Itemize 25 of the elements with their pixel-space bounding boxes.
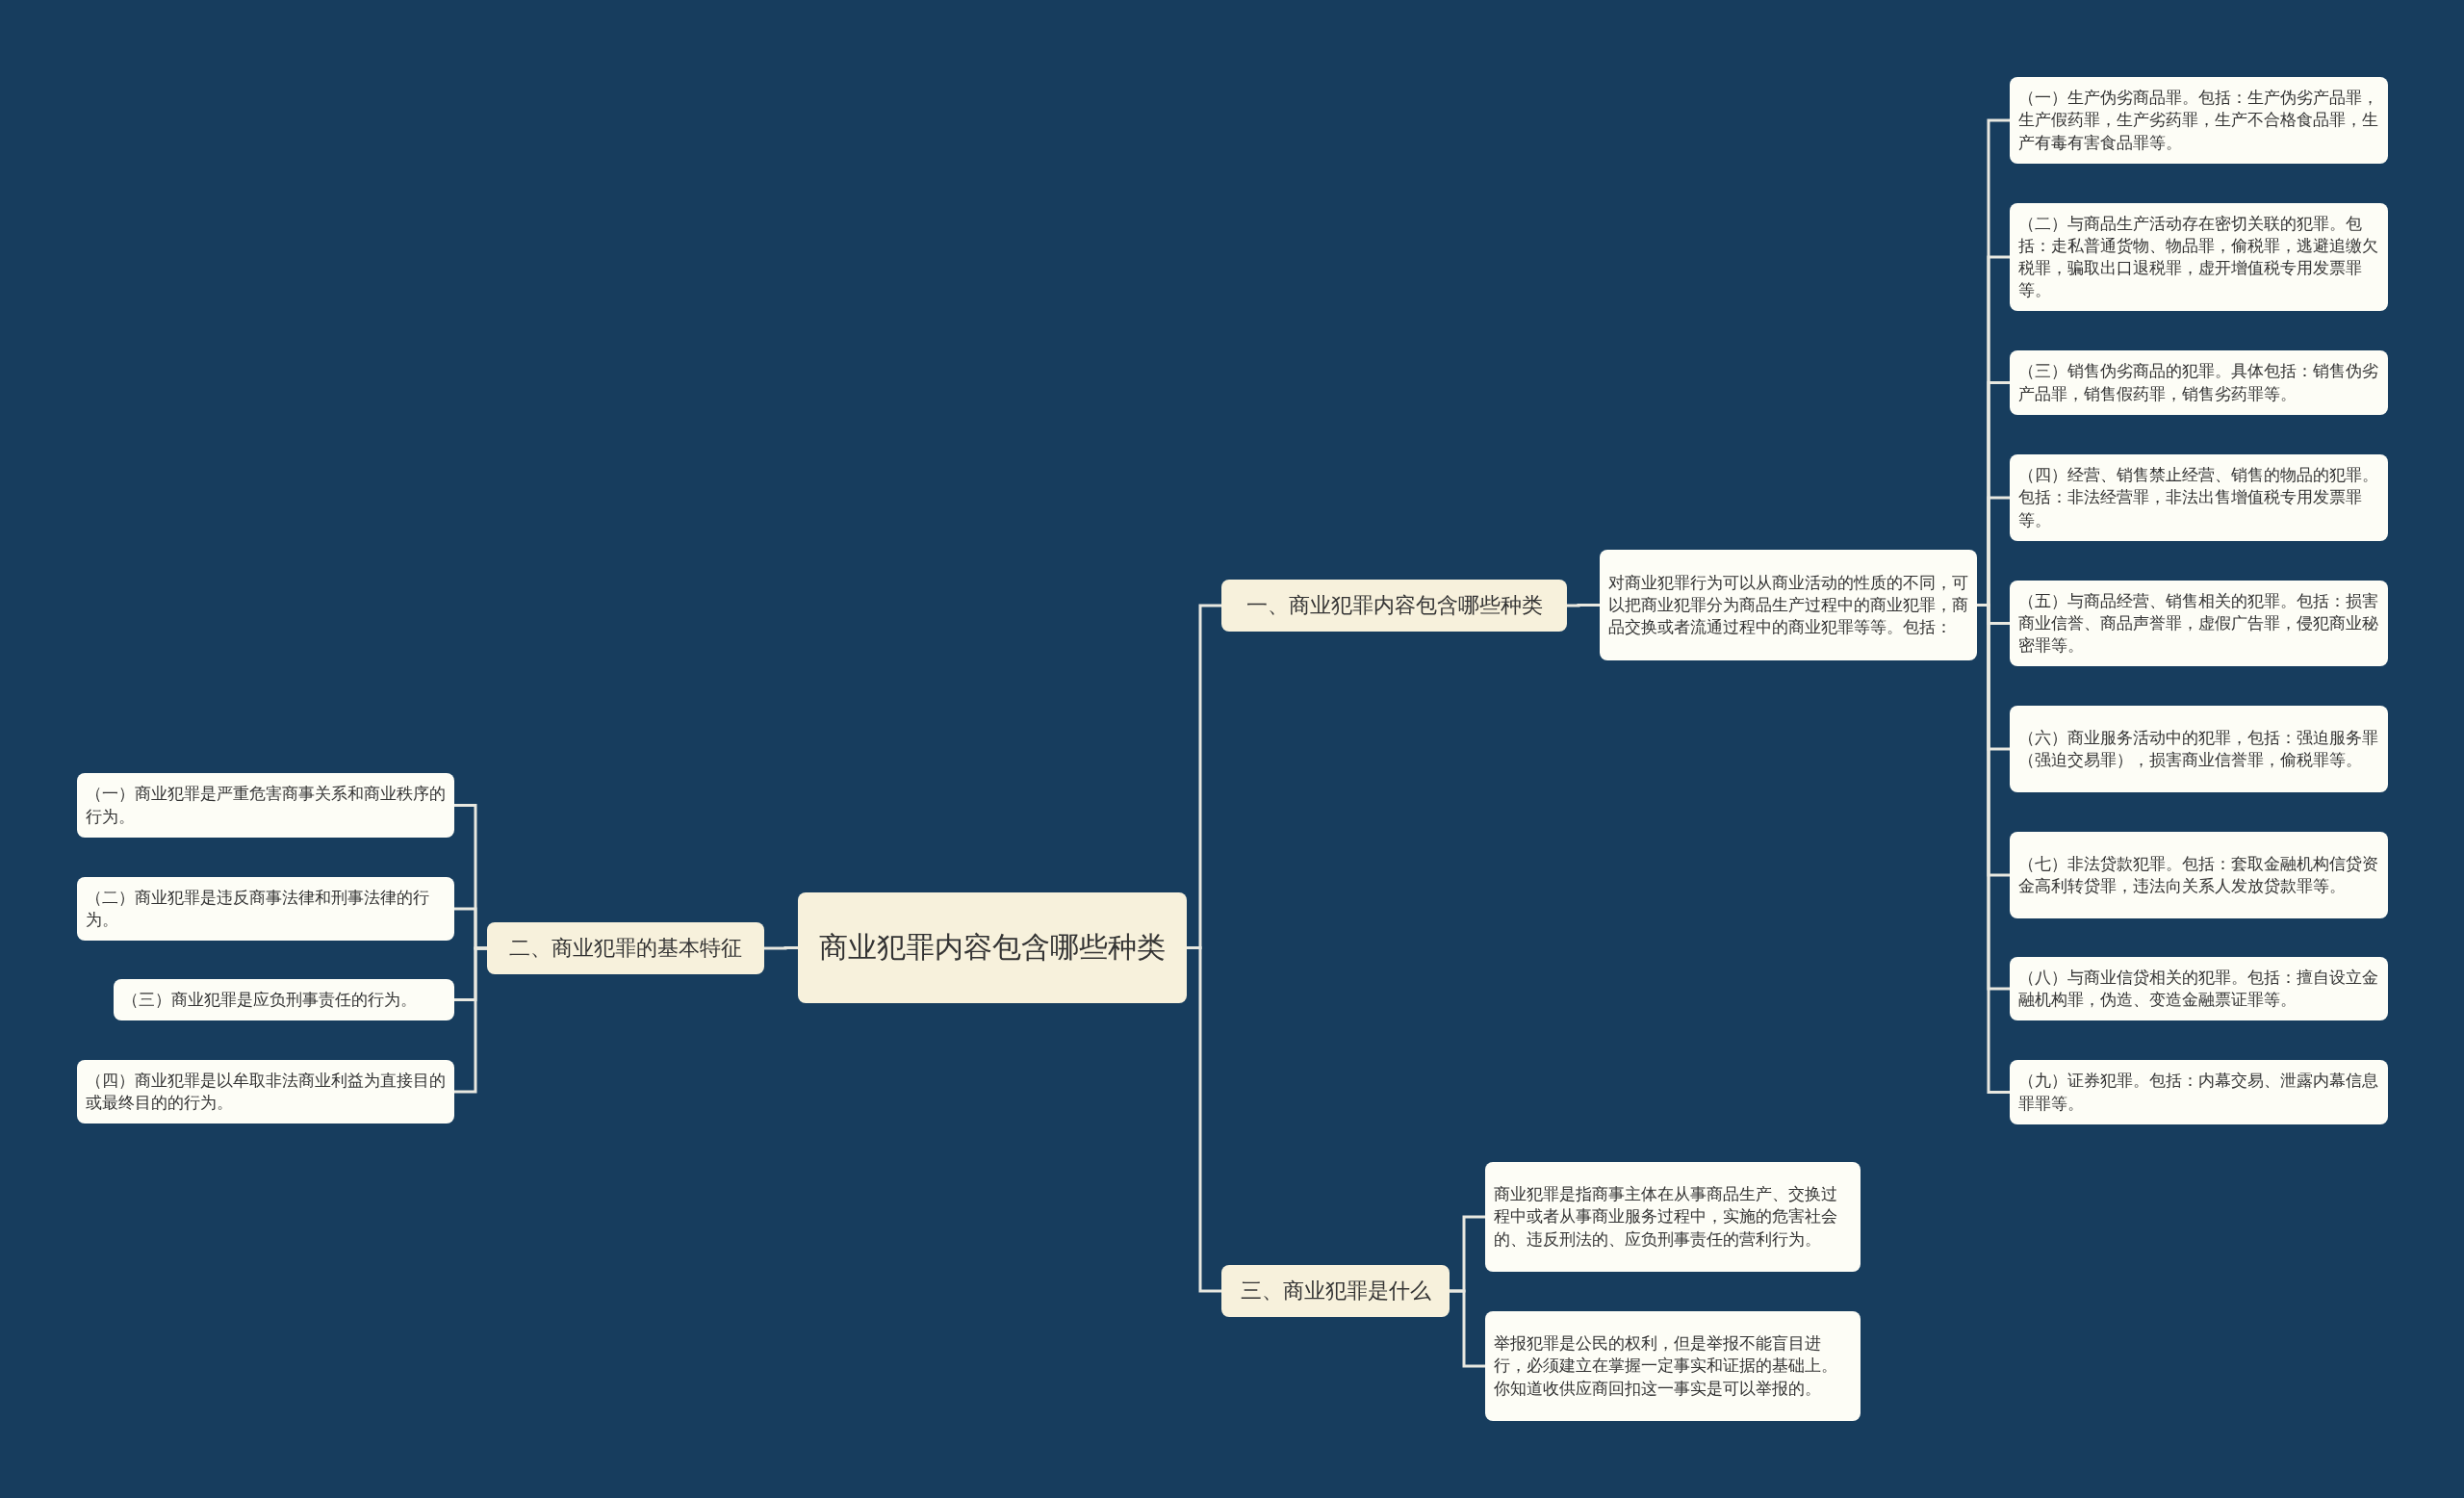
central-topic-box: 商业犯罪内容包含哪些种类 [798, 892, 1187, 1003]
connector-line [1187, 946, 1221, 1293]
text-card: （四）经营、销售禁止经营、销售的物品的犯罪。包括：非法经营罪，非法出售增值税专用发票罪等。 [2010, 454, 2388, 541]
text-card: （三）商业犯罪是应负刑事责任的行为。 [114, 979, 454, 1020]
text-card: （二）商业犯罪是违反商事法律和刑事法律的行为。 [77, 877, 454, 941]
text-card: 商业犯罪是指商事主体在从事商品生产、交换过程中或者从事商业服务过程中，实施的危害社会的、违反刑法的、应负刑事责任的营利行为。 [1485, 1162, 1861, 1272]
connector-line [1567, 604, 1600, 607]
connector-line [1450, 1289, 1485, 1368]
text-card: （三）销售伪劣商品的犯罪。具体包括：销售伪劣产品罪，销售假药罪，销售劣药罪等。 [2010, 350, 2388, 415]
branch-topic-box: 二、商业犯罪的基本特征 [487, 922, 764, 974]
text-card: （八）与商业信贷相关的犯罪。包括：擅自设立金融机构罪，伪造、变造金融票证罪等。 [2010, 957, 2388, 1020]
text-card: （九）证券犯罪。包括：内幕交易、泄露内幕信息罪罪等。 [2010, 1060, 2388, 1124]
text-card: （四）商业犯罪是以牟取非法商业利益为直接目的或最终目的的行为。 [77, 1060, 454, 1124]
text-card: 举报犯罪是公民的权利，但是举报不能盲目进行，必须建立在掌握一定事实和证据的基础上。你知道收供应商回扣这一事实是可以举报的。 [1485, 1311, 1861, 1421]
connector-line [454, 946, 487, 1094]
text-card: （七）非法贷款犯罪。包括：套取金融机构信贷资金高利转贷罪，违法向关系人发放贷款罪等。 [2010, 832, 2388, 918]
text-card: 对商业犯罪行为可以从商业活动的性质的不同，可以把商业犯罪分为商品生产过程中的商业犯罪，商品交换或者流通过程中的商业犯罪等等。包括： [1600, 550, 1977, 660]
connector-line [764, 946, 798, 950]
text-card: （一）商业犯罪是严重危害商事关系和商业秩序的行为。 [77, 773, 454, 838]
text-card: （六）商业服务活动中的犯罪，包括：强迫服务罪（强迫交易罪），损害商业信誉罪，偷税罪等。 [2010, 706, 2388, 792]
branch-topic-box: 一、商业犯罪内容包含哪些种类 [1221, 580, 1567, 632]
text-card: （二）与商品生产活动存在密切关联的犯罪。包括：走私普通货物、物品罪，偷税罪，逃避追缴欠税罪，骗取出口退税罪，虚开增值税专用发票罪等。 [2010, 203, 2388, 311]
branch-topic-box: 三、商业犯罪是什么 [1221, 1265, 1450, 1317]
text-card: （一）生产伪劣商品罪。包括：生产伪劣产品罪，生产假药罪，生产劣药罪，生产不合格食品罪，生产有毒有害食品罪等。 [2010, 77, 2388, 164]
text-card: （五）与商品经营、销售相关的犯罪。包括：损害商业信誉、商品声誉罪，虚假广告罪，侵犯商业秘密罪等。 [2010, 581, 2388, 666]
